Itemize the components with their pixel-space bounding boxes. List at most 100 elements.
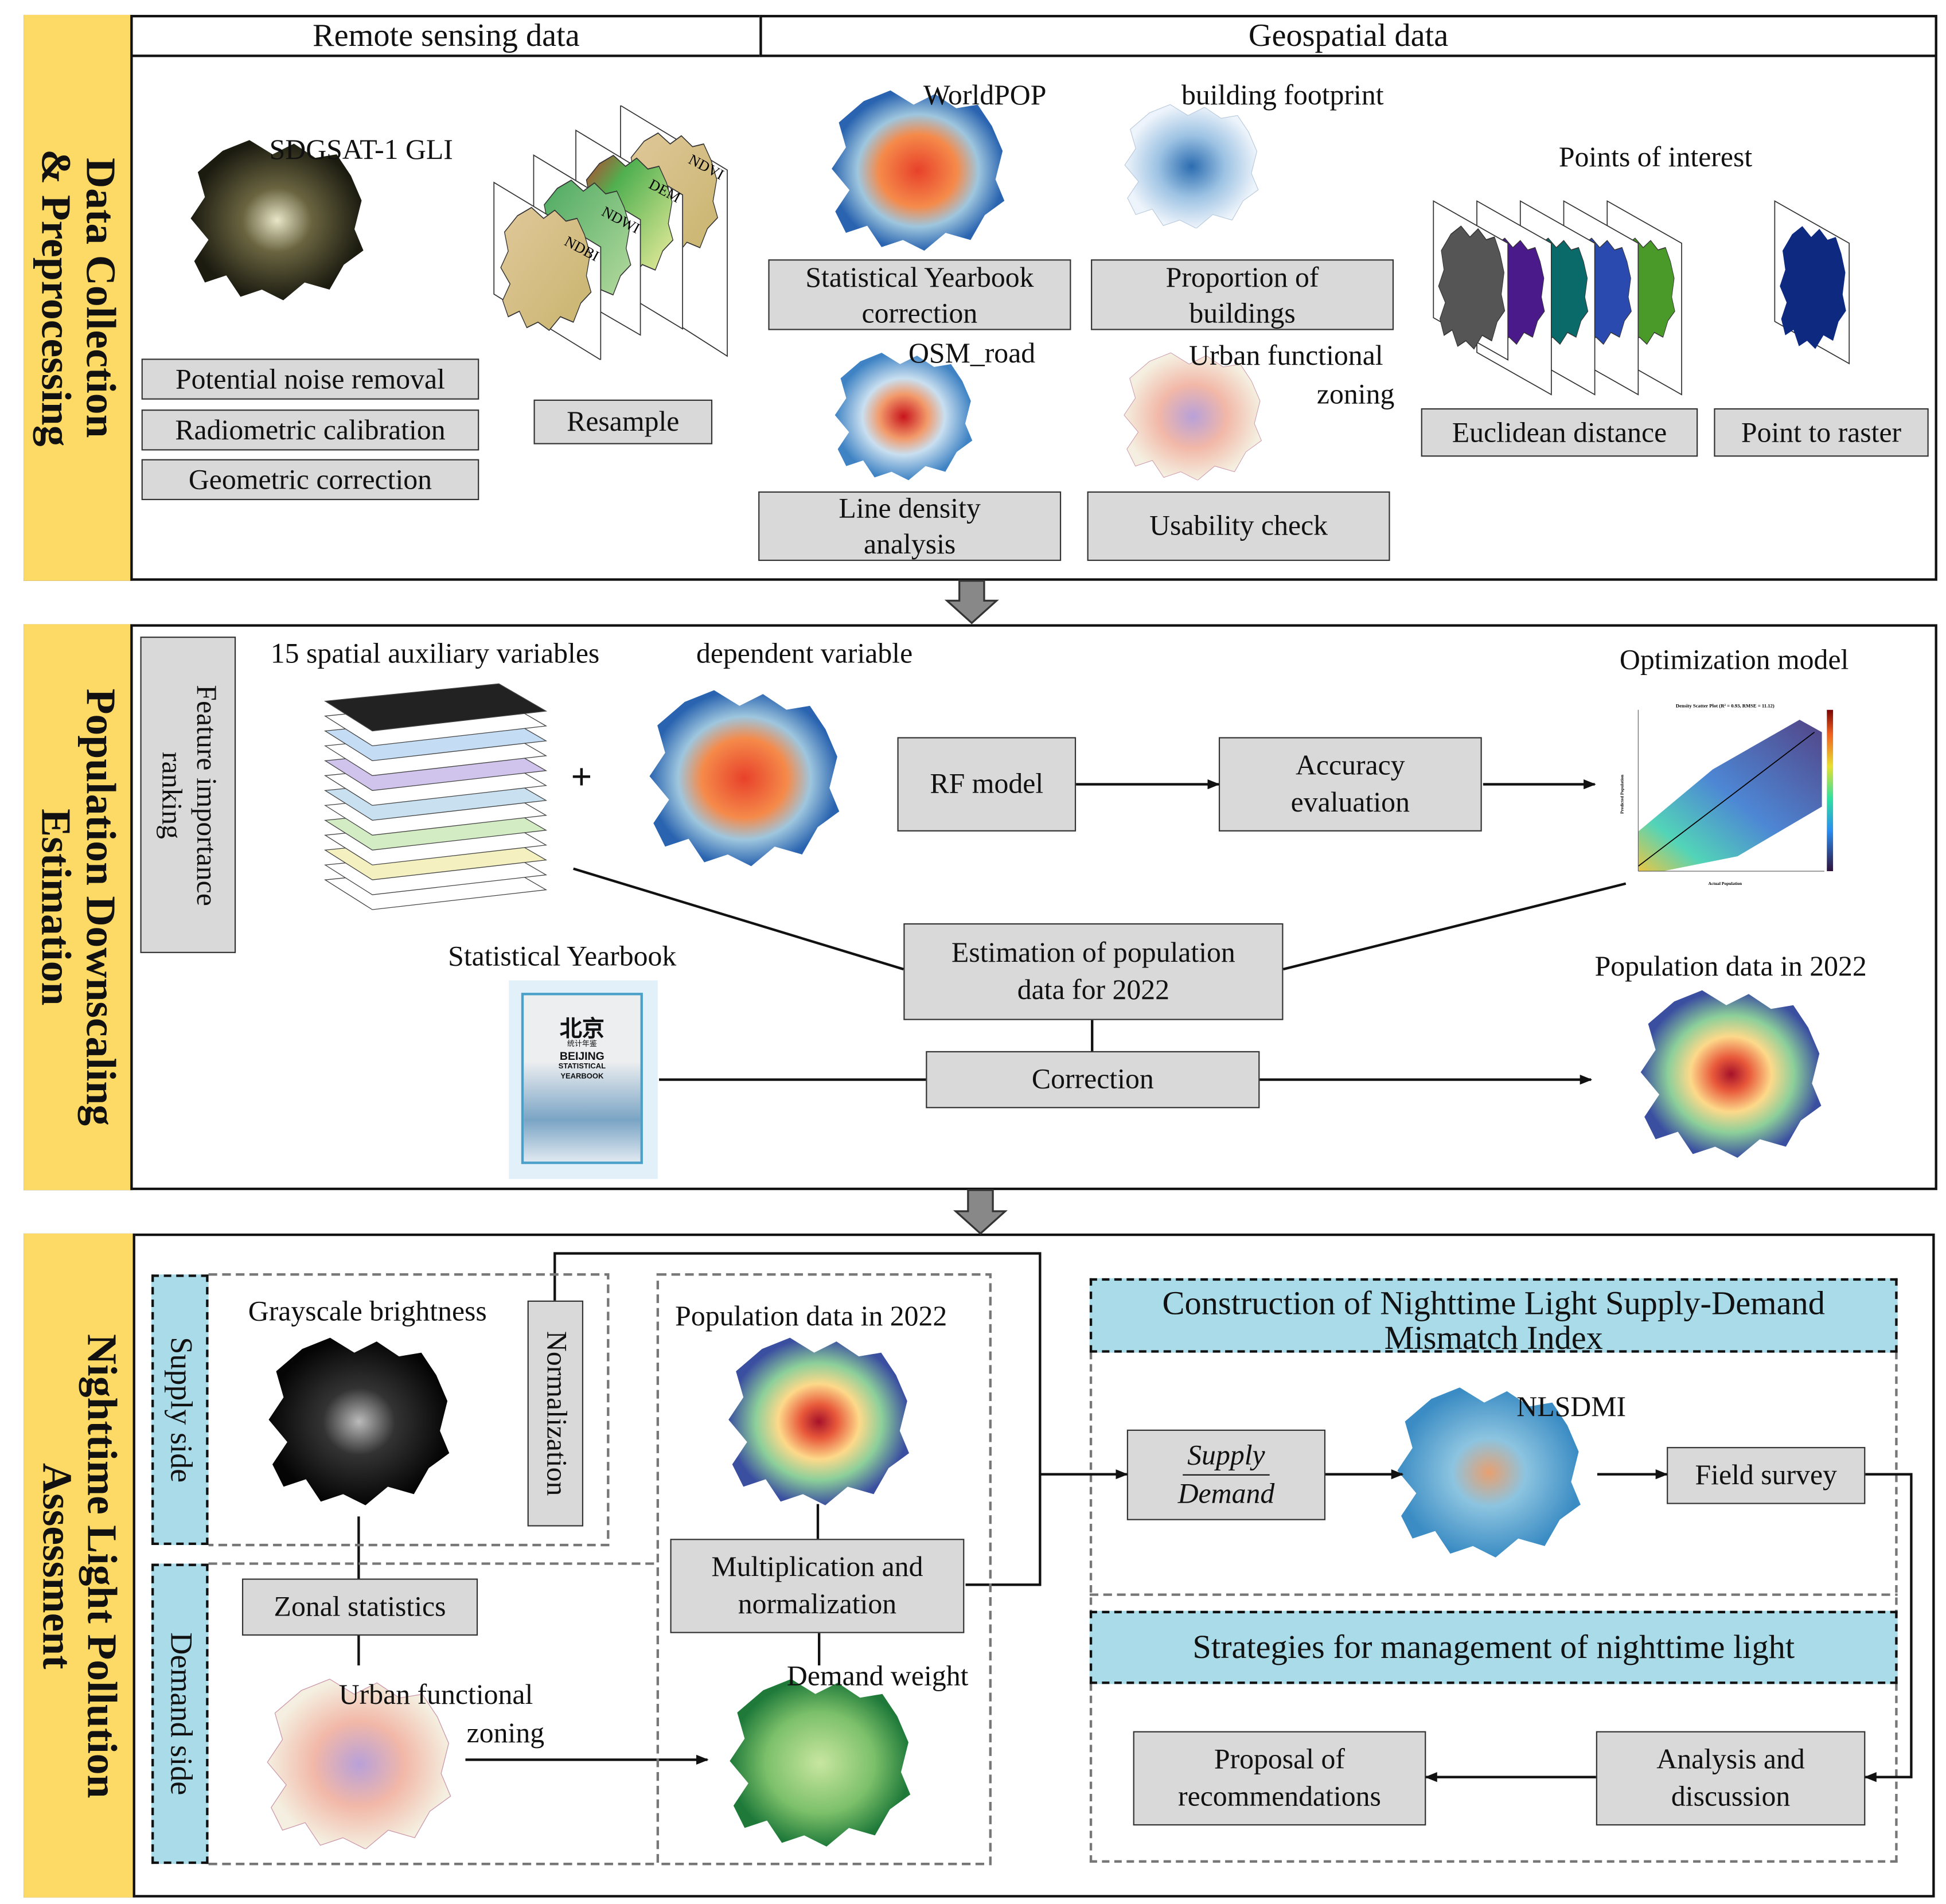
geometric-box: Geometric correction	[141, 459, 479, 501]
box-text: Feature importance	[190, 684, 222, 906]
population-2022-map	[728, 1337, 910, 1505]
section-title-bar: Data Collection& Preprocessing	[24, 14, 133, 581]
construction-header: Construction of Nighttime Light Supply-D…	[1089, 1278, 1898, 1357]
box-text: Proportion of	[1165, 261, 1319, 292]
box-text: Line density	[839, 493, 981, 524]
yearbook-label: Statistical Yearbook	[448, 941, 677, 972]
header-geospatial: Geospatial data	[759, 14, 1937, 57]
section-title: Assessment	[33, 1462, 80, 1669]
dependent-variable-map	[649, 690, 840, 867]
population-2022-label: Population data in 2022	[675, 1300, 947, 1332]
box-text: data for 2022	[1017, 974, 1170, 1005]
box-text: Accuracy	[1295, 749, 1405, 781]
demand-side-bar: Demand side	[151, 1563, 209, 1864]
population-2022-label: Population data in 2022	[1594, 950, 1867, 982]
optimization-label: Optimization model	[1619, 644, 1849, 676]
down-arrow-icon	[944, 580, 999, 625]
nlsdmi-label: NLSDMI	[1516, 1391, 1627, 1422]
strategies-header: Strategies for management of nighttime l…	[1089, 1610, 1898, 1684]
density-scatter-plot: Density Scatter Plot (R² = 0.93, RMSE = …	[1619, 703, 1834, 886]
box-text: Estimation of population	[951, 937, 1235, 968]
worldpop-label: WorldPOP	[923, 79, 1047, 111]
cover-title-en: STATISTICAL	[558, 1063, 606, 1071]
box-text: evaluation	[1290, 786, 1410, 818]
noise-removal-box: Potential noise removal	[141, 358, 479, 400]
field-survey-box: Field survey	[1667, 1447, 1866, 1504]
header-text: Mismatch Index	[1384, 1319, 1603, 1357]
numerator: Supply	[1182, 1437, 1270, 1476]
box-text: ranking	[155, 751, 187, 839]
dependent-variable-label: dependent variable	[696, 638, 913, 669]
box-text: Analysis and	[1656, 1743, 1805, 1775]
line-density-box: Line density analysis	[758, 491, 1062, 561]
yearbook-cover-image: 北京 统计年鉴 BEIJING STATISTICAL YEARBOOK	[509, 980, 658, 1179]
cover-title-en: BEIJING	[559, 1049, 605, 1063]
analysis-box: Analysis and discussion	[1596, 1731, 1866, 1826]
index-layer-stack: NDBI NDWI DEM NDVI	[493, 105, 728, 360]
accuracy-evaluation-box: Accuracy evaluation	[1218, 737, 1482, 832]
section-title: Population Downscaling	[77, 688, 123, 1126]
y-axis-label: Predicted Population	[1619, 774, 1624, 814]
section-title: Estimation	[32, 809, 79, 1006]
multiplication-box: Multiplication and normalization	[670, 1539, 965, 1633]
grayscale-label: Grayscale brightness	[248, 1296, 487, 1327]
box-text: normalization	[738, 1588, 897, 1620]
population-2022-map	[1640, 990, 1822, 1158]
zonal-statistics-box: Zonal statistics	[241, 1578, 478, 1636]
sdgsat-label: SDGSAT-1 GLI	[269, 134, 453, 165]
point-raster-map	[1774, 200, 1850, 365]
proportion-buildings-box: Proportion of buildings	[1091, 259, 1394, 330]
header-text: Construction of Nighttime Light Supply-D…	[1162, 1284, 1825, 1322]
resample-box: Resample	[533, 399, 713, 444]
ufz-label: zoning	[1316, 378, 1395, 410]
ufz-label: Urban functional	[1189, 340, 1383, 372]
aux-variables-label: 15 spatial auxiliary variables	[270, 638, 600, 669]
building-label: building footprint	[1181, 79, 1384, 111]
building-map	[1124, 104, 1259, 229]
box-text: analysis	[863, 528, 956, 560]
box-text: Statistical Yearbook	[805, 261, 1034, 292]
yearbook-correction-box: Statistical Yearbook correction	[768, 259, 1071, 330]
box-text: buildings	[1189, 297, 1296, 329]
grayscale-map	[268, 1337, 450, 1505]
section-title: Nighttime Light Pollution	[78, 1333, 124, 1798]
box-text: Multiplication and	[711, 1551, 923, 1582]
box-text: Normalization	[540, 1331, 572, 1496]
box-text: discussion	[1671, 1781, 1791, 1812]
ufz-label: zoning	[466, 1717, 545, 1749]
auxiliary-layer-stack	[324, 683, 548, 910]
supply-side-bar: Supply side	[151, 1274, 209, 1546]
section-title: Data Collection	[77, 158, 123, 438]
euclidean-box: Euclidean distance	[1421, 408, 1698, 457]
normalization-box: Normalization	[527, 1300, 584, 1527]
scatter-title: Density Scatter Plot (R² = 0.93, RMSE = …	[1676, 703, 1775, 708]
section-title: & Preprocessing	[32, 149, 79, 447]
estimation-box: Estimation of population data for 2022	[903, 923, 1284, 1020]
down-arrow-icon	[953, 1189, 1008, 1235]
cover-title-cn: 北京	[559, 1016, 605, 1041]
plus-sign: +	[571, 756, 592, 798]
x-axis-label: Actual Population	[1709, 881, 1742, 886]
point-raster-box: Point to raster	[1714, 408, 1929, 457]
header-remote-sensing: Remote sensing data	[130, 14, 762, 57]
scatter-density-cloud	[1638, 720, 1822, 872]
box-text: Proposal of	[1214, 1743, 1346, 1775]
denominator: Demand	[1177, 1478, 1275, 1509]
cover-subtitle-cn: 统计年鉴	[567, 1041, 597, 1049]
fit-line	[1637, 732, 1815, 867]
ufz-label: Urban functional	[338, 1679, 533, 1710]
usability-box: Usability check	[1087, 491, 1390, 561]
poi-label: Points of interest	[1558, 141, 1753, 173]
correction-box: Correction	[926, 1051, 1260, 1109]
colorbar	[1827, 709, 1834, 872]
box-text: recommendations	[1178, 1781, 1381, 1812]
rf-model-box: RF model	[897, 737, 1077, 832]
box-text: correction	[861, 297, 978, 329]
proposal-box: Proposal of recommendations	[1133, 1731, 1426, 1826]
demand-side-label: Demand side	[163, 1632, 198, 1796]
